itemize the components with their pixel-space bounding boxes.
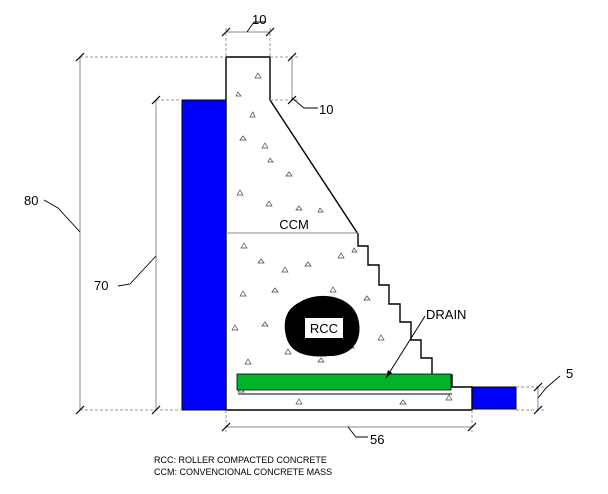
drain-leader-arrow	[386, 370, 392, 378]
dim-upstream-face-height: 70	[94, 278, 108, 293]
drain-strip	[236, 373, 452, 391]
downstream-toe-block	[471, 386, 517, 410]
rcc-label-box	[305, 318, 343, 338]
dim-toe-step-height: 5	[566, 366, 573, 381]
dimension-ticks	[75, 27, 543, 432]
drain-leader-line	[385, 315, 426, 379]
drain-label: DRAIN	[426, 307, 466, 322]
ccm-label: CCM	[279, 217, 309, 232]
note-rcc: RCC: ROLLER COMPACTED CONCRETE	[154, 455, 327, 465]
upstream-membrane	[181, 99, 227, 411]
dim-crest-height: 10	[319, 102, 333, 117]
dim-base-width: 56	[370, 432, 384, 447]
dimension-leaders	[43, 21, 561, 438]
note-ccm: CCM: CONVENCIONAL CONCRETE MASS	[154, 467, 332, 477]
dim-total-height: 80	[24, 193, 38, 208]
rcc-label: RCC	[310, 321, 338, 336]
dim-crest-width: 10	[252, 12, 266, 27]
aggregate-marks	[231, 72, 453, 405]
dimension-lines-solid	[79, 31, 539, 428]
